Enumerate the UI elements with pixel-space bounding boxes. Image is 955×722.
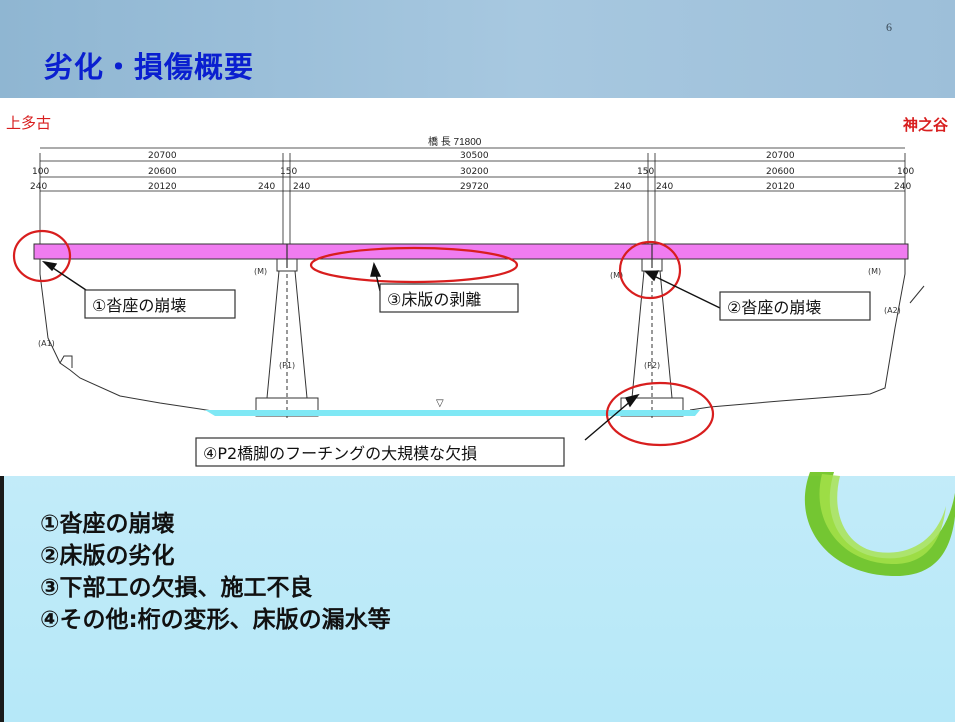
bearing-mark-2: (M) xyxy=(610,271,623,280)
bridge-diagram: 上多古 神之谷 橋 長 71800 20700 30500 20700 100 … xyxy=(0,98,955,476)
page-number: 6 xyxy=(886,20,892,34)
dim-r2-3: 30200 xyxy=(460,167,489,177)
callout-text-1: ①沓座の崩壊 xyxy=(92,296,186,315)
callout-box-2 xyxy=(719,291,871,321)
dim-r1-0: 20700 xyxy=(148,151,177,161)
callout-box-1 xyxy=(84,289,236,319)
ground-profile xyxy=(39,259,925,414)
dim-r3-5: 240 xyxy=(614,182,631,192)
callout-text-4: ④P2橋脚のフーチングの大規模な欠損 xyxy=(203,444,477,463)
summary-item-4: ④その他:桁の変形、床版の漏水等 xyxy=(40,607,391,633)
river-water xyxy=(205,410,700,416)
pier-p2 xyxy=(620,258,684,418)
dim-r2-0: 100 xyxy=(32,167,49,177)
dim-r3-8: 240 xyxy=(894,182,911,192)
dim-r3-1: 20120 xyxy=(148,182,177,192)
left-edge-bar xyxy=(0,476,4,722)
water-level-mark: ▽ xyxy=(436,398,444,409)
callout-box-4 xyxy=(195,437,565,467)
pier-p1 xyxy=(255,258,319,418)
slide-header: 劣化・損傷概要 6 xyxy=(0,0,955,99)
summary-item-1: ①沓座の崩壊 xyxy=(40,511,175,537)
dim-r1-1: 30500 xyxy=(460,151,489,161)
slide-title: 劣化・損傷概要 xyxy=(44,50,255,84)
dim-r2-4: 150 xyxy=(637,167,654,177)
dim-r3-2: 240 xyxy=(258,182,275,192)
dim-r1-2: 20700 xyxy=(766,151,795,161)
dim-r2-1: 20600 xyxy=(148,167,177,177)
left-place-label: 上多古 xyxy=(6,115,51,132)
abutment-a2-label: (A2) xyxy=(884,306,901,315)
dim-r3-4: 29720 xyxy=(460,182,489,192)
callout-arrows xyxy=(41,260,721,441)
summary-item-2: ②床版の劣化 xyxy=(40,543,175,569)
callout-text-2: ②沓座の崩壊 xyxy=(727,298,821,317)
pier-p2-label: (P2) xyxy=(644,361,660,370)
bearing-mark-1: (M) xyxy=(254,267,267,276)
summary-item-3: ③下部工の欠損、施工不良 xyxy=(40,575,313,601)
dim-r2-2: 150 xyxy=(280,167,297,177)
right-place-label: 神之谷 xyxy=(903,116,949,134)
summary-list: ①沓座の崩壊 ②床版の劣化 ③下部工の欠損、施工不良 ④その他:桁の変形、床版の… xyxy=(40,508,391,636)
dim-r3-6: 240 xyxy=(656,182,673,192)
bearing-mark-3: (M) xyxy=(868,267,881,276)
decorative-swoosh xyxy=(805,472,955,577)
dim-r3-3: 240 xyxy=(293,182,310,192)
total-length-label: 橋 長 71800 xyxy=(428,135,482,148)
abutment-a1-label: (A1) xyxy=(38,339,55,348)
pier-p1-label: (P1) xyxy=(279,361,295,370)
callout-rings xyxy=(12,229,715,447)
extension-lines xyxy=(39,153,906,244)
dim-r2-5: 20600 xyxy=(766,167,795,177)
dim-r2-6: 100 xyxy=(897,167,914,177)
dim-r3-7: 20120 xyxy=(766,182,795,192)
callout-box-3 xyxy=(379,283,519,313)
callout-text-3: ③床版の剥離 xyxy=(387,290,481,309)
bridge-elevation-drawing: 上多古 神之谷 橋 長 71800 20700 30500 20700 100 … xyxy=(6,115,949,467)
dim-r3-0: 240 xyxy=(30,182,47,192)
